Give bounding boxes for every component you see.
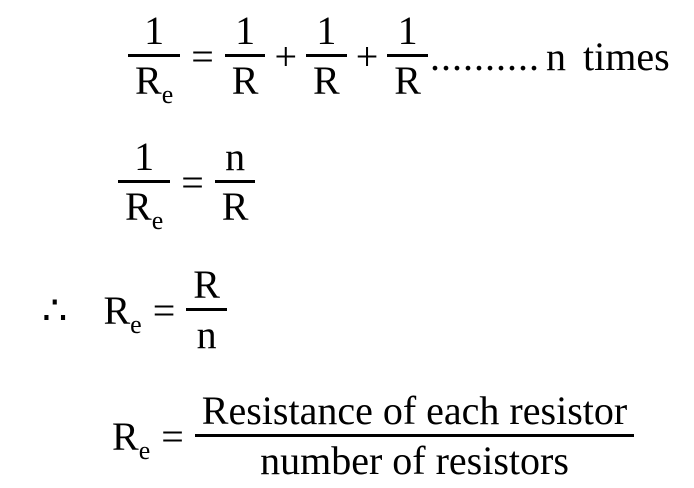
denominator-Re: Re <box>118 180 171 234</box>
numerator-resistance-of-each-resistor: Resistance of each resistor <box>201 388 628 433</box>
denominator-number-of-resistors: number of resistors <box>194 434 635 481</box>
denominator-Re: Re <box>128 54 181 108</box>
subscript-e: e <box>138 435 151 465</box>
fraction-n-over-R: n R <box>214 134 256 227</box>
n-times-label: n times <box>545 33 670 79</box>
numerator-n: n <box>225 134 246 179</box>
numerator-1: 1 <box>235 8 256 53</box>
subscript-e: e <box>161 80 174 109</box>
numerator-1: 1 <box>397 8 418 53</box>
equation-line-3: ∴ Re = R n <box>0 260 694 360</box>
numerator-1: 1 <box>134 134 155 179</box>
plus-sign: + <box>274 33 298 79</box>
equals-sign: = <box>181 159 204 205</box>
symbol-R: R <box>103 287 131 333</box>
numerator-1: 1 <box>144 8 165 53</box>
equals-sign: = <box>161 413 184 459</box>
numerator-1: 1 <box>316 8 337 53</box>
symbol-R: R <box>125 184 152 229</box>
denominator-n: n <box>186 308 227 355</box>
subscript-e: e <box>130 309 142 339</box>
equation-line-1: 1 Re = 1 R + 1 R + 1 R .......... n time… <box>0 6 694 108</box>
equation-line-2: 1 Re = n R <box>0 132 694 234</box>
equation-line-4: Re = Resistance of each resistor number … <box>0 386 694 486</box>
symbol-R: R <box>112 413 139 459</box>
equals-sign: = <box>152 287 176 333</box>
symbol-R: R <box>135 58 162 103</box>
symbol-Re: Re <box>112 413 150 464</box>
fraction-resistance-definition: Resistance of each resistor number of re… <box>194 388 635 481</box>
fraction-R-over-n: R n <box>186 265 227 355</box>
equals-sign: = <box>191 33 214 79</box>
denominator-R: R <box>214 180 256 227</box>
fraction-one-over-R-2: 1 R <box>306 11 347 101</box>
denominator-R: R <box>224 54 266 101</box>
denominator-R: R <box>387 54 428 101</box>
ellipsis-dots: .......... <box>429 33 540 79</box>
plus-sign: + <box>355 33 379 79</box>
fraction-one-over-Re: 1 Re <box>128 8 181 108</box>
fraction-one-over-R-3: 1 R <box>387 11 428 101</box>
subscript-e: e <box>151 206 164 235</box>
therefore-symbol: ∴ <box>42 287 68 333</box>
symbol-Re: Re <box>103 287 141 338</box>
denominator-R: R <box>306 54 347 101</box>
fraction-one-over-R-1: 1 R <box>224 8 266 101</box>
numerator-R: R <box>193 262 220 307</box>
fraction-one-over-Re: 1 Re <box>118 134 171 234</box>
